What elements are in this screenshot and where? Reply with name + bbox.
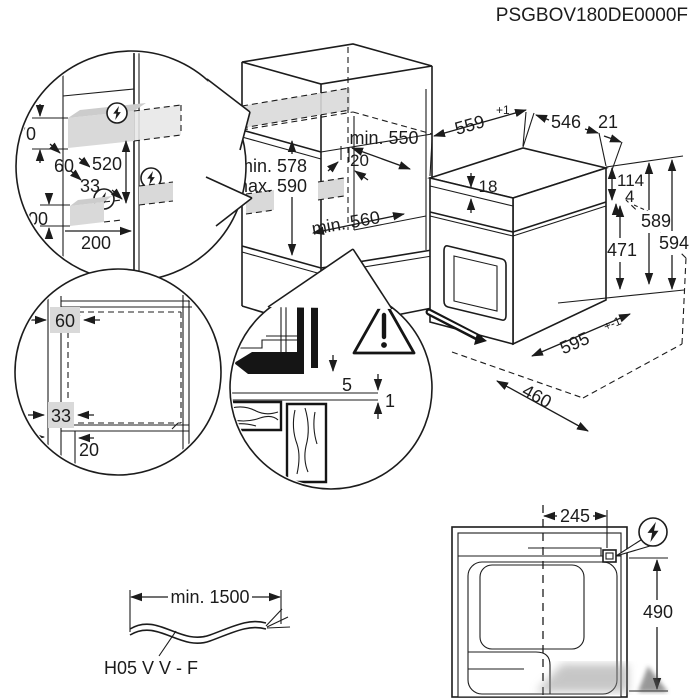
zone-box-low bbox=[70, 202, 104, 226]
watermark-smudge bbox=[536, 664, 668, 692]
detail-floor-zones: 60 33 20 bbox=[14, 268, 222, 476]
power-connection-icon bbox=[106, 102, 128, 124]
cabinet-drawing: min. 550 20 min. 578 max. 590 min. 560 bbox=[223, 43, 433, 331]
zone-box-back bbox=[139, 182, 173, 205]
dim-connector-offset: 245 bbox=[560, 506, 590, 526]
dim-top-inset: 18 bbox=[479, 177, 498, 196]
oven-top-view: 245 490 bbox=[451, 505, 673, 700]
dim-clearance-bottom: 1 bbox=[385, 391, 395, 411]
mains-terminal-box bbox=[602, 549, 617, 563]
dim-body-width: 546 bbox=[551, 112, 581, 132]
detail-wall-zones: 70 60 520 33 bbox=[15, 50, 253, 282]
cable-type-label: H05 V V - F bbox=[104, 658, 198, 678]
dim-floor-offset-bottom: 33 bbox=[51, 406, 71, 426]
floor-zone-60 bbox=[50, 307, 80, 333]
back-zone bbox=[318, 178, 344, 200]
dim-cable-length: min. 1500 bbox=[170, 587, 249, 607]
dim-depth: 460 bbox=[519, 380, 555, 412]
warning-icon bbox=[352, 298, 416, 355]
wall-zone-strip bbox=[242, 88, 350, 128]
dim-gap-small: 4 bbox=[625, 187, 634, 206]
dim-cutout-width-tol: +1 bbox=[496, 103, 510, 117]
dim-edge-offset: 21 bbox=[598, 112, 618, 132]
dim-niche-width: min. 550 bbox=[349, 128, 418, 148]
door-handle bbox=[425, 308, 487, 345]
dim-clearance-top: 5 bbox=[342, 375, 352, 395]
dim-floor-offset-top: 60 bbox=[55, 311, 75, 331]
dim-door-height: 471 bbox=[607, 240, 637, 260]
dim-floor-front-gap: 20 bbox=[79, 440, 99, 460]
dim-front-width-tol: +-1 bbox=[601, 314, 623, 334]
detail-clearance: 5 1 bbox=[229, 248, 433, 490]
oven-bottom-trim bbox=[234, 352, 304, 374]
floor-zone-33 bbox=[48, 402, 74, 428]
dim-height-a: 589 bbox=[641, 211, 671, 231]
dim-height-b: 594 bbox=[659, 233, 689, 253]
dim-offset-rear: 200 bbox=[81, 233, 111, 253]
wall-zone-low bbox=[246, 190, 274, 214]
cabinet-panel-wood bbox=[285, 402, 328, 484]
dim-offset-front: 60 bbox=[54, 156, 74, 176]
dim-zone-spacing: 520 bbox=[92, 154, 122, 174]
power-connection-icon bbox=[638, 517, 668, 547]
model-number: PSGBOV180DE0000F bbox=[496, 5, 688, 26]
dim-offset-33: 33 bbox=[80, 176, 100, 196]
dim-connector-depth: 490 bbox=[643, 602, 673, 622]
dim-panel-height: 114 bbox=[617, 171, 644, 190]
power-cable-drawing: min. 1500 H05 V V - F bbox=[104, 587, 291, 678]
oven-drawing: 559 +1 546 21 18 114 4 471 589 594 bbox=[425, 103, 692, 432]
dim-niche-height-min: min. 578 bbox=[238, 156, 307, 176]
dim-cutout-width: 559 bbox=[453, 111, 487, 139]
dim-niche-height-max: max. 590 bbox=[233, 176, 307, 196]
dim-rear-gap: 20 bbox=[350, 151, 369, 170]
